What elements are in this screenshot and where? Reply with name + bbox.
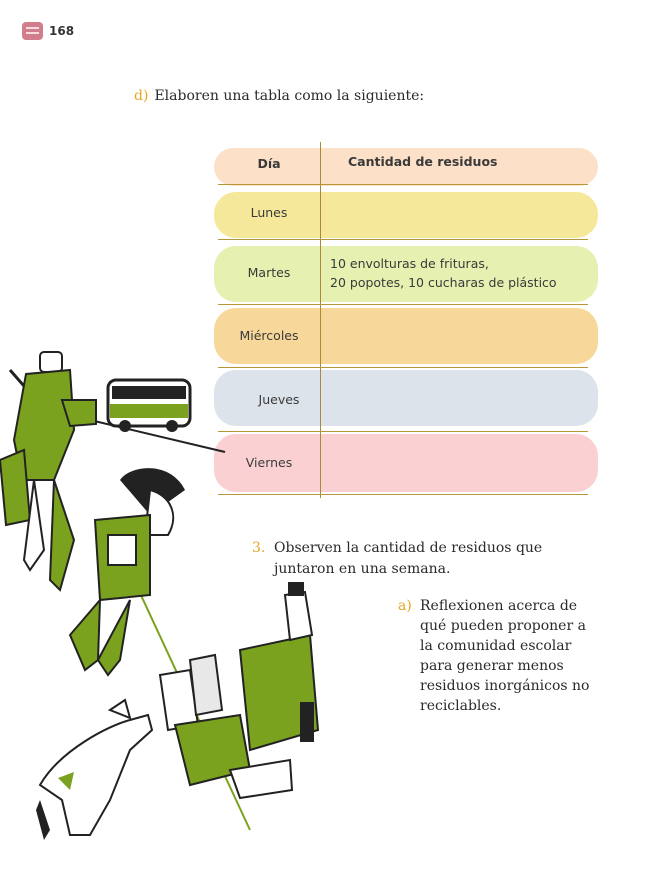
day-cell: Lunes bbox=[250, 205, 288, 220]
question-3a: a) Reflexionen acerca de qué pueden prop… bbox=[398, 596, 598, 716]
question-number: 3. bbox=[252, 540, 266, 556]
instruction-text: Elaboren una tabla como la siguiente: bbox=[154, 88, 425, 104]
column-divider bbox=[320, 142, 321, 498]
header-quantity: Cantidad de residuos bbox=[348, 154, 498, 169]
row-line bbox=[218, 184, 588, 185]
band-row-5 bbox=[214, 434, 598, 492]
instruction-d: d) Elaboren una tabla como la siguiente: bbox=[134, 88, 424, 104]
day-cell: Miércoles bbox=[239, 328, 299, 343]
dog-icon bbox=[36, 698, 154, 840]
row-line bbox=[218, 431, 588, 432]
girl-walking-icon bbox=[68, 468, 185, 677]
question-3: 3. Observen la cantidad de residuos que … bbox=[252, 538, 552, 580]
quantity-cell: 10 envolturas de frituras, 20 popotes, 1… bbox=[330, 254, 590, 292]
page-header: 168 bbox=[22, 22, 74, 40]
row-line bbox=[218, 494, 588, 495]
day-cell: Jueves bbox=[258, 392, 300, 407]
person-carrying-bag-icon bbox=[0, 351, 97, 592]
day-cell: Viernes bbox=[245, 455, 293, 470]
page-number: 168 bbox=[49, 24, 75, 38]
waste-pile-icon bbox=[158, 582, 320, 800]
band-row-1 bbox=[214, 192, 598, 238]
question-text: Observen la cantidad de residuos que jun… bbox=[274, 540, 543, 577]
waste-table: Día Cantidad de residuos Lunes Martes 10… bbox=[214, 142, 598, 498]
header-day: Día bbox=[257, 156, 281, 171]
quantity-line: 10 envolturas de frituras, bbox=[330, 256, 489, 271]
band-row-4 bbox=[214, 370, 598, 426]
row-line bbox=[218, 239, 588, 240]
book-logo-icon bbox=[22, 22, 43, 40]
band-row-3 bbox=[214, 308, 598, 364]
recycling-illustration bbox=[0, 351, 320, 840]
band-header bbox=[214, 148, 598, 186]
instruction-letter: d) bbox=[134, 88, 149, 104]
band-row-2 bbox=[214, 246, 598, 302]
row-line bbox=[218, 367, 588, 368]
quantity-line: 20 popotes, 10 cucharas de plástico bbox=[330, 275, 557, 290]
bus-icon bbox=[106, 378, 192, 432]
question-letter: a) bbox=[398, 598, 412, 614]
question-text: Reflexionen acerca de qué pueden propone… bbox=[420, 598, 590, 714]
row-line bbox=[218, 304, 588, 305]
day-cell: Martes bbox=[247, 265, 291, 280]
